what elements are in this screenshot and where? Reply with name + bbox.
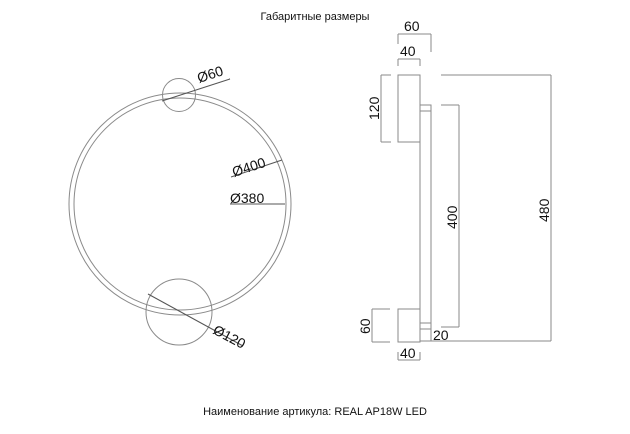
- top-plate: [397, 74, 421, 143]
- dim-total-depth: 60: [404, 18, 420, 34]
- side-view: [371, 33, 552, 361]
- dim-top-disc: Ø60: [195, 62, 225, 85]
- dim-bottom-disc: Ø120: [211, 322, 249, 352]
- dim-top-plate-height: 120: [366, 96, 382, 120]
- outer-ring: [68, 92, 292, 316]
- article-name: Наименование артикула: REAL AP18W LED: [203, 406, 427, 418]
- dim-total-height: 480: [536, 198, 552, 222]
- dim-top-plate-depth: 40: [400, 43, 416, 59]
- dim-inner-ring: Ø380: [230, 190, 264, 206]
- dim-bottom-plate-depth: 40: [400, 345, 416, 361]
- dim-ring-height: 400: [444, 205, 460, 229]
- top-disc: [162, 78, 196, 112]
- dim-bottom-plate-height: 60: [357, 318, 373, 334]
- bottom-plate: [397, 308, 421, 343]
- dim-ring-thickness: 20: [433, 327, 449, 343]
- ring-profile: [419, 104, 432, 330]
- drawing-title: Габаритные размеры: [260, 11, 370, 23]
- dim-outer-ring: Ø400: [230, 154, 268, 180]
- front-view: [68, 78, 292, 347]
- inner-ring: [73, 97, 287, 311]
- bottom-disc: [145, 278, 213, 346]
